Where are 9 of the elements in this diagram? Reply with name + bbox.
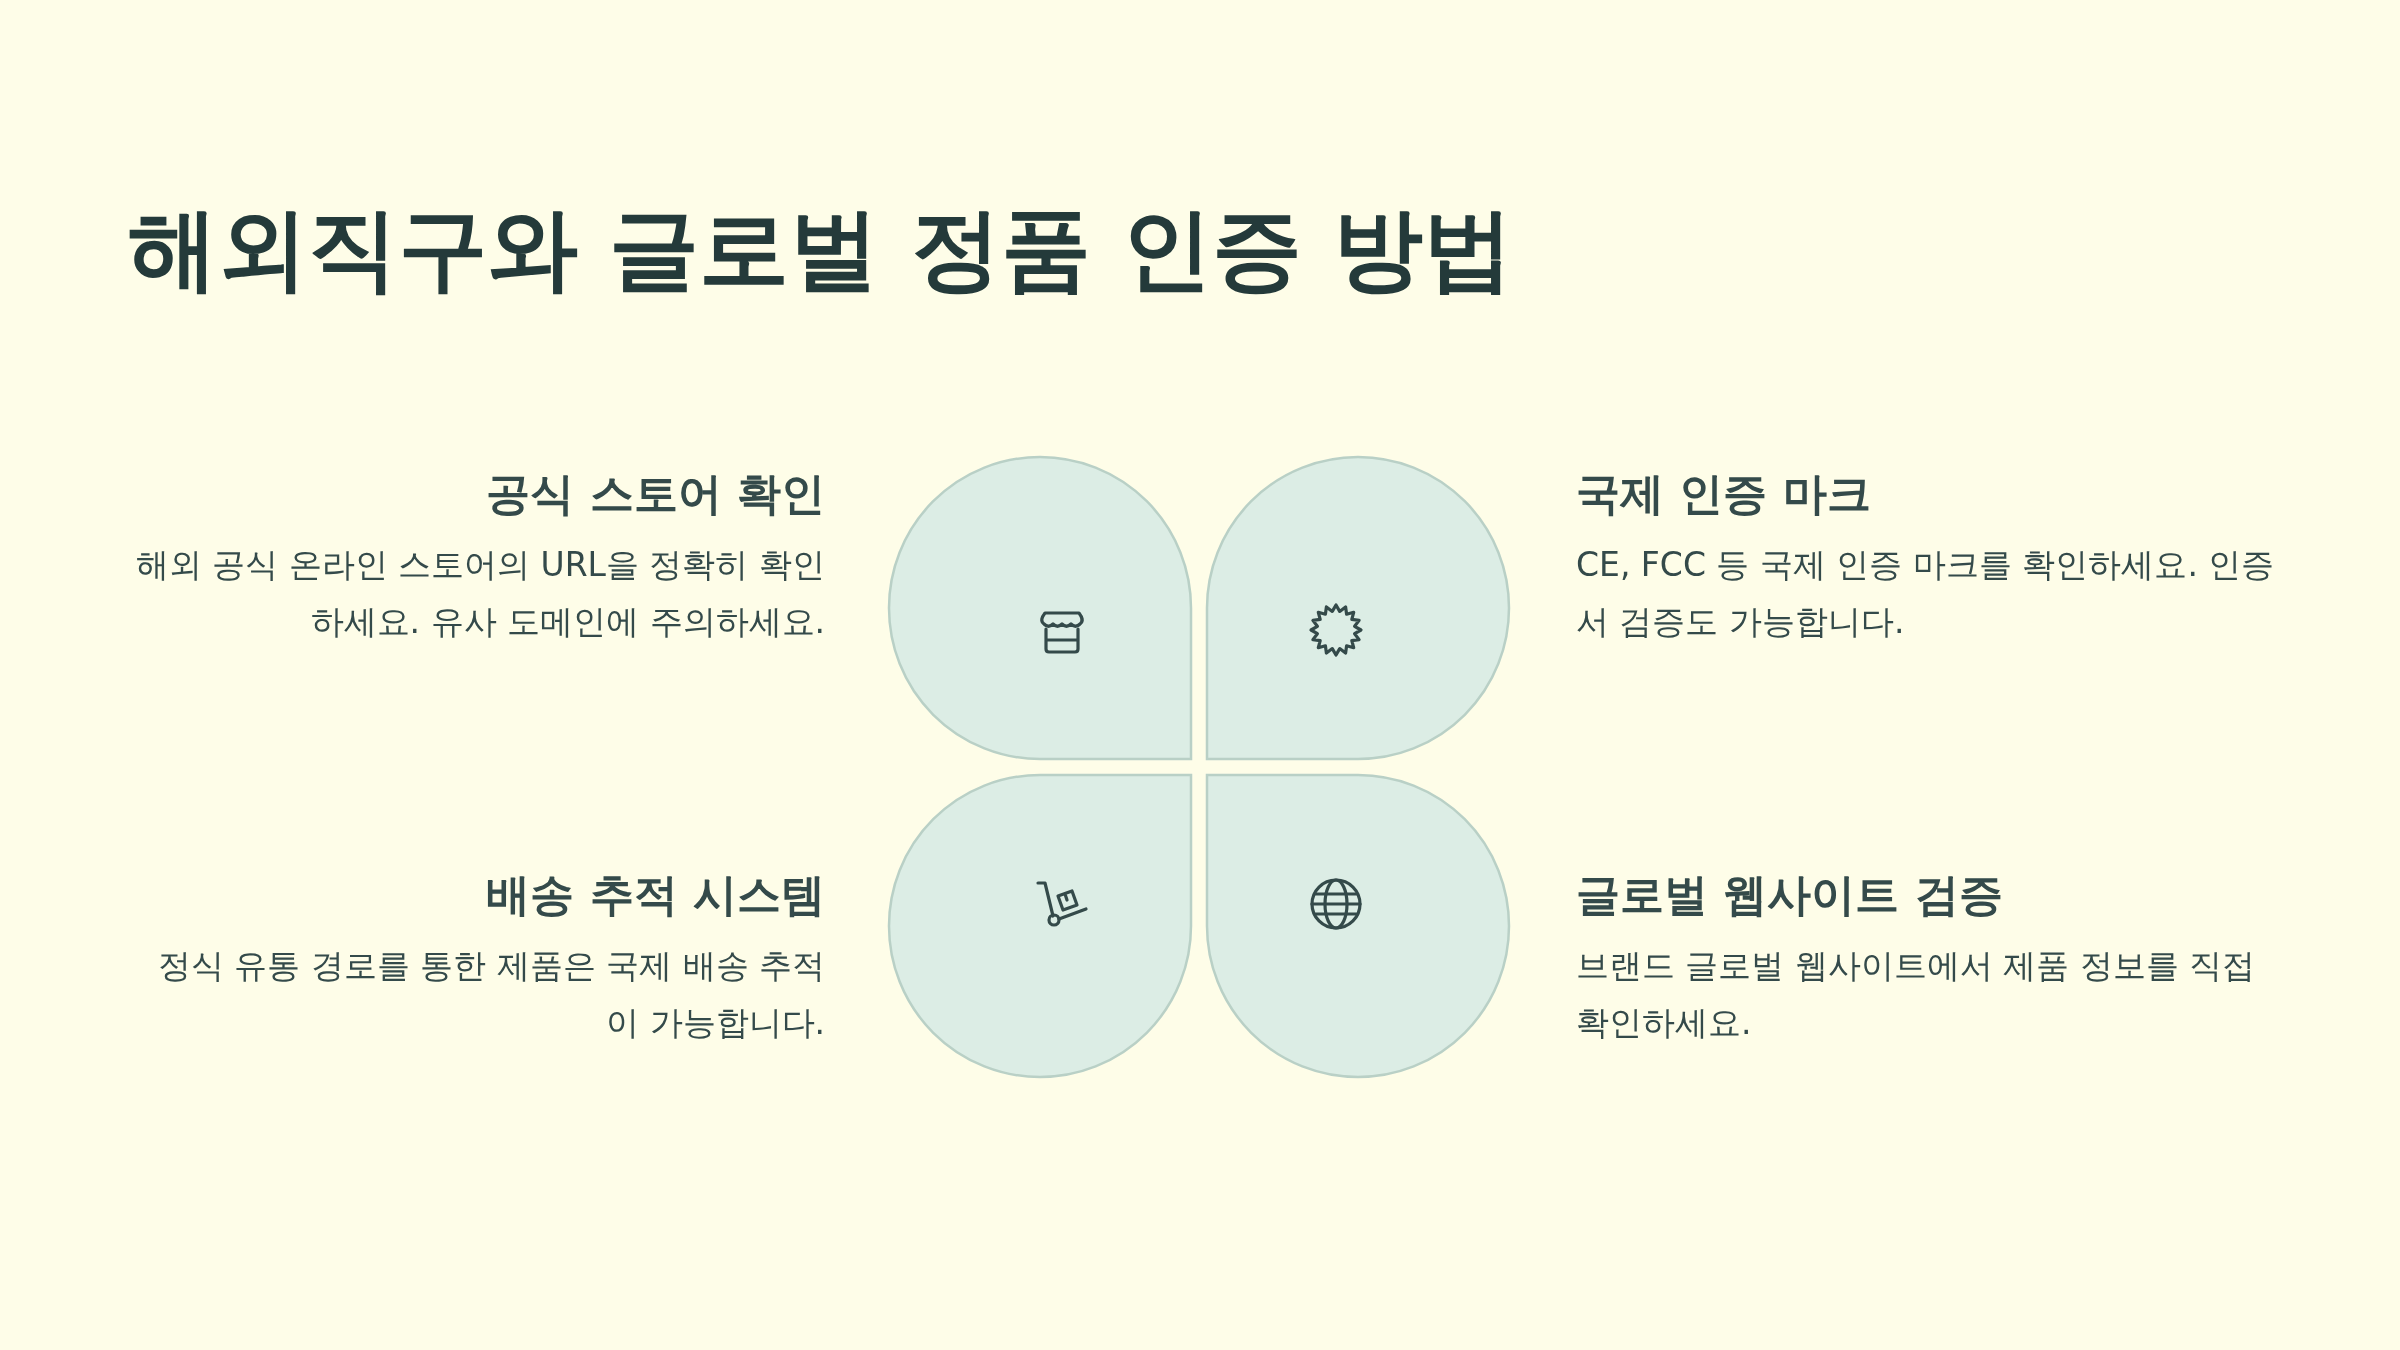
heading: 배송 추적 시스템 — [485, 868, 825, 922]
description: CE, FCC 등 국제 인증 마크를 확인하세요. 인증서 검증도 가능합니다. — [1576, 544, 2276, 644]
description: 정식 유통 경로를 통한 제품은 국제 배송 추적이 가능합니다. — [156, 945, 825, 1045]
title: 해외직구와 글로벌 정품 인증 방법 — [128, 195, 1514, 303]
heading: 국제 인증 마크 — [1576, 467, 1872, 521]
heading: 글로벌 웹사이트 검증 — [1576, 868, 2004, 922]
heading: 공식 스토어 확인 — [485, 467, 825, 521]
description: 브랜드 글로벌 웹사이트에서 제품 정보를 직접 확인하세요. — [1576, 945, 2257, 1045]
description: 해외 공식 온라인 스토어의 URL을 정확히 확인하세요. 유사 도메인에 주의하세요. — [134, 544, 825, 644]
